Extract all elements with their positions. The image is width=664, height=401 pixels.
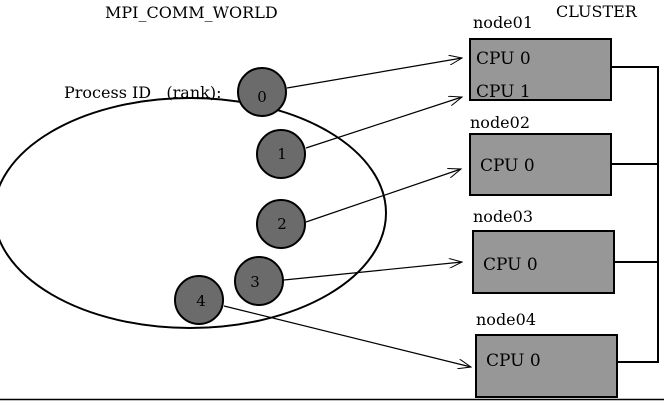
process-circle	[237, 67, 287, 117]
arrow-rank2	[305, 169, 461, 223]
node-node04: node04 CPU 0	[475, 310, 618, 398]
cpu-label: CPU 0	[483, 255, 538, 275]
node-box	[469, 133, 612, 196]
cpu-label: CPU 0	[486, 351, 541, 371]
node-node02: node02 CPU 0	[469, 113, 612, 196]
node-name: node02	[470, 113, 530, 132]
process-rank3: 3	[234, 256, 284, 306]
rank-label: 3	[250, 273, 260, 291]
node-name: node01	[473, 13, 533, 32]
node-box	[472, 230, 615, 294]
rank-label: 2	[277, 215, 287, 233]
cpu-label: CPU 0	[476, 49, 531, 69]
rank-mapping-arrows	[223, 58, 471, 367]
process-circle	[234, 256, 284, 306]
cluster-bus	[612, 66, 659, 363]
node-name: node03	[473, 207, 533, 226]
process-rank2: 2	[256, 199, 306, 249]
comm-world-title: MPI_COMM_WORLD	[105, 3, 278, 22]
process-circle	[174, 275, 224, 325]
arrow-rank3	[283, 262, 462, 281]
arrow-rank1	[305, 97, 462, 149]
process-rank4: 4	[174, 275, 224, 325]
node-box	[469, 38, 612, 101]
arrow-rank4	[223, 305, 471, 367]
cpu-label: CPU 0	[480, 156, 535, 176]
node-box	[475, 334, 618, 398]
rank-label: 1	[277, 145, 287, 163]
process-id-label: Process ID (rank):	[64, 83, 221, 102]
node-node03: node03 CPU 0	[472, 207, 615, 294]
cpu-label: CPU 1	[476, 82, 531, 102]
rank-label: 4	[196, 292, 206, 310]
node-name: node04	[476, 310, 536, 329]
process-rank1: 1	[256, 129, 306, 179]
process-rank0: 0	[237, 67, 287, 117]
process-circle	[256, 129, 306, 179]
comm-world-ellipse	[0, 97, 387, 329]
cluster-title: CLUSTER	[556, 2, 638, 21]
arrow-rank0	[286, 58, 462, 89]
process-circle	[256, 199, 306, 249]
rank-label: 0	[257, 88, 267, 106]
node-node01: node01 CPU 0 CPU 1	[469, 13, 612, 102]
